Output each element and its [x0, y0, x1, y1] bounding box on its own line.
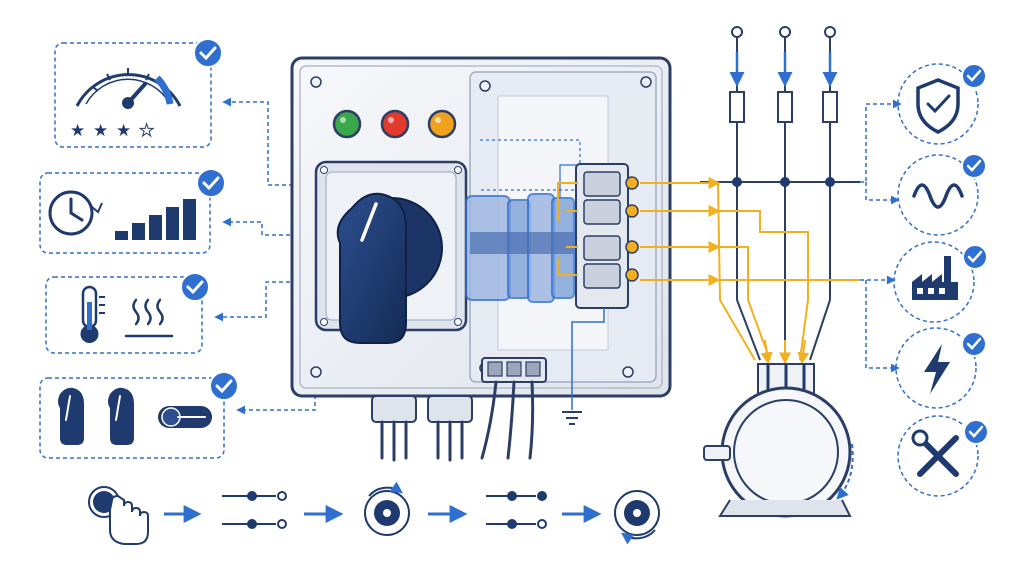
left-connectors [214, 97, 316, 415]
ground-connection [562, 308, 605, 425]
lightning-icon [924, 344, 950, 394]
feature-protection [897, 63, 987, 145]
feature-card-temperature [45, 272, 210, 354]
push-button-hand-icon [88, 486, 149, 545]
sine-wave-icon [912, 183, 964, 209]
svg-text:★: ★ [139, 121, 154, 141]
switch-mechanism [465, 139, 581, 303]
rotary-handle-icon [58, 387, 84, 445]
rotation-ccw-icon [364, 481, 410, 536]
lever-handle-icon [158, 406, 212, 428]
svg-text:★: ★ [93, 121, 108, 141]
check-badge-icon [193, 38, 223, 68]
internal-wiring [557, 182, 578, 276]
feature-maintenance [897, 415, 989, 497]
junction-dots [732, 177, 835, 187]
check-badge-icon [209, 371, 239, 401]
bottom-terminal-strip [481, 357, 547, 383]
svg-text:★: ★ [70, 121, 85, 141]
rotation-cw-icon [614, 490, 660, 545]
operation-sequence [88, 481, 660, 545]
phase-supply [729, 26, 838, 92]
cable-glands [371, 380, 535, 462]
indicator-light-orange [427, 109, 457, 139]
feature-card-time-load [39, 168, 226, 254]
check-badge-icon [196, 168, 226, 198]
indicator-lights [332, 109, 457, 139]
closed-contacts-icon [486, 491, 547, 529]
open-contacts-icon [222, 491, 287, 529]
feature-power [895, 327, 987, 409]
feature-industrial [893, 241, 988, 323]
three-phase-motor [703, 363, 854, 518]
indicator-light-red [380, 109, 410, 139]
factory-icon [912, 256, 958, 300]
clock-icon [48, 190, 103, 236]
terminal-block [575, 163, 639, 309]
thermometer-icon [80, 285, 105, 343]
enclosure-screws [310, 76, 652, 378]
right-connectors [860, 99, 902, 373]
rotary-disconnect-handle[interactable] [314, 160, 468, 344]
feature-card-performance: ★ ★ ★ ★ [54, 38, 223, 148]
svg-text:★: ★ [116, 121, 131, 141]
fuses [729, 91, 838, 123]
shield-check-icon [916, 78, 960, 134]
heat-waves-icon [124, 298, 174, 338]
rotary-handle-icon [108, 387, 134, 445]
speedometer-icon [75, 68, 182, 109]
phase-lines [700, 122, 860, 361]
output-wiring [640, 177, 860, 365]
indicator-light-green [332, 109, 362, 139]
feature-alternating-current [897, 153, 987, 236]
check-badge-icon [180, 272, 210, 302]
signal-bars-icon [115, 199, 196, 240]
feature-card-handles [39, 371, 239, 459]
star-rating-icon: ★ ★ ★ ★ [70, 121, 155, 142]
